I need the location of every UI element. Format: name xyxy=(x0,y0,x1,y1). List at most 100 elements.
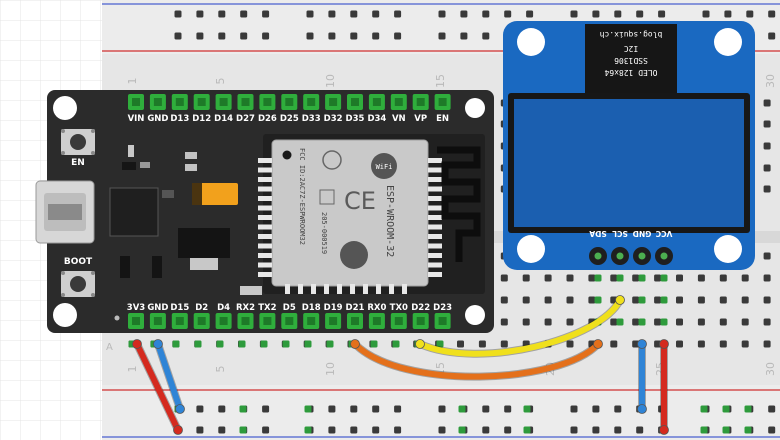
connected-hole xyxy=(700,426,708,434)
pin-label: D27 xyxy=(236,114,255,124)
rail-hole xyxy=(196,10,204,18)
breadboard-hole xyxy=(544,274,552,282)
column-number: 5 xyxy=(214,366,227,373)
module-pin xyxy=(258,243,272,249)
rail-hole xyxy=(768,10,776,18)
mount-hole xyxy=(53,303,77,327)
rail-hole xyxy=(482,405,490,413)
rail-hole xyxy=(768,426,776,434)
connected-hole xyxy=(744,426,752,434)
module-pin xyxy=(376,284,381,294)
pin-label: D18 xyxy=(302,303,321,313)
oled-pin-label: VCC xyxy=(655,229,672,238)
rail-hole xyxy=(372,426,380,434)
header-pin-hole xyxy=(197,98,206,106)
header-pin-hole xyxy=(285,317,294,325)
pin-label: D12 xyxy=(192,114,211,124)
rail-hole xyxy=(526,10,534,18)
connected-hole xyxy=(722,405,730,413)
rail-hole xyxy=(218,10,226,18)
connected-hole xyxy=(660,296,668,304)
pin-label: D5 xyxy=(283,303,296,313)
module-pin xyxy=(428,196,442,201)
breadboard-hole xyxy=(697,318,705,326)
pin-label: D34 xyxy=(367,114,386,124)
header-pin-hole xyxy=(132,317,140,325)
module-pin xyxy=(258,167,272,173)
header-pin-hole xyxy=(263,317,272,325)
led xyxy=(114,315,120,321)
en-button[interactable] xyxy=(61,129,95,155)
header-pin-hole xyxy=(219,317,228,325)
rail-hole xyxy=(394,405,402,413)
breadboard-hole xyxy=(676,340,683,348)
module-pin xyxy=(402,284,407,294)
module-pin xyxy=(428,158,442,163)
module-pin xyxy=(258,158,272,163)
wire xyxy=(417,297,623,357)
module-pin xyxy=(258,205,272,211)
breadboard-hole xyxy=(566,296,574,304)
module-pin xyxy=(428,272,442,277)
breadboard-hole xyxy=(632,274,640,282)
wire-end xyxy=(659,339,669,349)
pin-label: D4 xyxy=(217,303,230,313)
rail-hole xyxy=(702,10,710,18)
header-pin-hole xyxy=(175,98,184,106)
rail-hole xyxy=(218,426,226,434)
module-pin xyxy=(350,284,355,294)
rail-hole xyxy=(350,10,358,18)
breadboard-hole xyxy=(654,318,662,326)
pin-label: D14 xyxy=(214,114,233,124)
module-pin xyxy=(428,224,442,230)
module-pin xyxy=(258,177,272,182)
oled-pin-label: SDA xyxy=(589,229,607,238)
breadboard-hole xyxy=(654,274,662,282)
header-pin-hole xyxy=(132,98,140,106)
rail-hole xyxy=(746,10,754,18)
breadboard-hole xyxy=(763,274,771,282)
breadboard-hole xyxy=(544,296,552,304)
boot-button[interactable] xyxy=(61,271,95,297)
module-pin xyxy=(324,284,329,294)
module-pin xyxy=(428,253,442,258)
column-number: 10 xyxy=(324,362,337,376)
wire-end xyxy=(615,295,625,305)
breadboard-hole xyxy=(522,296,530,304)
connected-hole xyxy=(458,426,466,434)
breadboard-hole xyxy=(676,274,683,282)
oled-mount-hole xyxy=(714,235,742,263)
pin-label: RX0 xyxy=(367,303,386,313)
rail-hole xyxy=(218,32,226,40)
connected-hole xyxy=(392,340,400,348)
connected-hole xyxy=(194,340,202,348)
rail-hole xyxy=(262,405,270,413)
r-mark xyxy=(319,189,335,205)
header-pin-hole xyxy=(241,98,250,106)
rail-hole xyxy=(306,10,314,18)
breadboard-hole xyxy=(676,296,683,304)
rail-hole xyxy=(328,10,336,18)
module-castellated-pins xyxy=(258,158,442,294)
breadboard-hole xyxy=(741,296,749,304)
rail-hole xyxy=(372,32,380,40)
rail-hole xyxy=(394,10,402,18)
rail-hole xyxy=(636,426,644,434)
pin-label: EN xyxy=(436,114,449,124)
rail-hole xyxy=(438,32,446,40)
connected-hole xyxy=(523,426,531,434)
header-pin-hole xyxy=(307,98,316,106)
connected-hole xyxy=(700,405,708,413)
breadboard-hole xyxy=(500,274,508,282)
row-letter-a: A xyxy=(106,342,113,353)
oled-label-line: SSD1306 xyxy=(614,56,648,65)
breadboard-hole xyxy=(741,274,749,282)
module-pin xyxy=(428,243,442,249)
pin-label: GND xyxy=(147,114,168,124)
header-pin-hole xyxy=(241,317,250,325)
connected-hole xyxy=(594,296,602,304)
rail-hole xyxy=(724,10,732,18)
module-pin xyxy=(258,272,272,277)
